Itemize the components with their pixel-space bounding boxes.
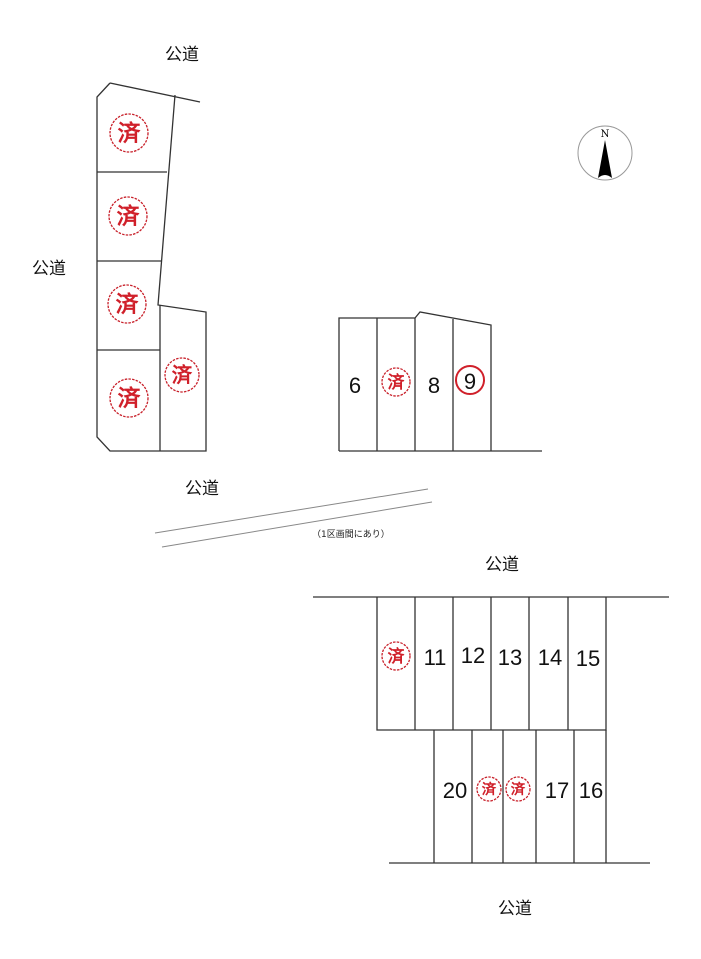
sold-stamp-text: 済 [118,120,141,147]
road-lines [154,488,433,548]
sold-stamp-icon: 済 [381,367,411,397]
lot-8: 8 [428,373,440,398]
svg-text:N: N [601,129,610,140]
road-label-middle: 公道 [185,479,219,499]
note-text: （1区画間にあり） [312,529,390,540]
sold-stamp-text: 済 [172,363,193,387]
lot-6: 6 [349,373,361,398]
sold-stamp-text: 済 [118,385,141,412]
lot-20: 20 [443,778,467,803]
lot-9: 9 [464,369,476,394]
lower-block [313,596,669,864]
sold-stamp-icon: 済 [505,776,531,802]
lot-15: 15 [576,646,600,671]
road-label-left: 公道 [32,259,66,279]
sold-stamp-icon: 済 [381,641,411,671]
road-label-bottom: 公道 [498,899,532,919]
sold-stamp-text: 済 [117,203,140,230]
sold-stamp-icon: 済 [108,196,148,236]
sold-stamp-icon: 済 [107,284,147,324]
sold-stamp-icon: 済 [476,776,502,802]
sold-stamp-icon: 済 [109,113,149,153]
north-compass-icon: N [577,125,633,181]
lot-12: 12 [461,643,485,668]
road-label-top-left: 公道 [165,45,199,65]
lot-17: 17 [545,778,569,803]
sold-stamp-icon: 済 [164,357,200,393]
lot-11: 11 [424,645,447,670]
road-label-lower-top: 公道 [485,555,519,575]
left-block [96,82,207,452]
lot-16: 16 [579,778,603,803]
middle-block [338,311,542,452]
sold-stamp-text: 済 [388,372,405,392]
sold-stamp-text: 済 [482,780,497,798]
lot-14: 14 [538,645,562,670]
lot-13: 13 [498,645,522,670]
sold-stamp-icon: 済 [109,378,149,418]
sold-stamp-text: 済 [116,291,139,318]
lot-9-highlight-circle [455,365,485,395]
sold-stamp-text: 済 [388,646,405,666]
sold-stamp-text: 済 [511,780,526,798]
